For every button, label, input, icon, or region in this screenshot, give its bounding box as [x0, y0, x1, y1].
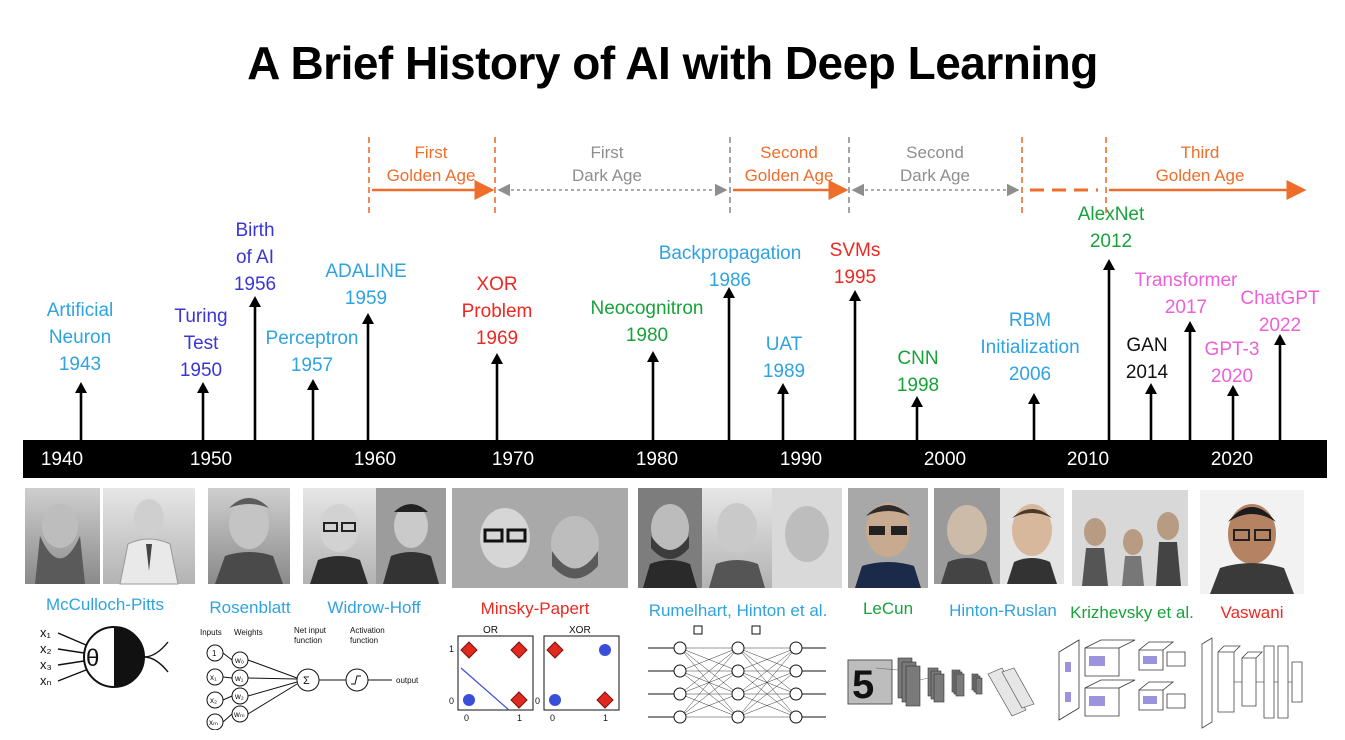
svg-text:Σ: Σ — [303, 675, 310, 687]
page-title: A Brief History of AI with Deep Learning — [247, 37, 1098, 89]
person-hinton-ruslan: Hinton-Ruslan — [949, 601, 1057, 620]
photo-hinton — [702, 488, 772, 588]
figure-mcculloch-pitts-neuron: x₁ x₂ x₃ xₙ θ — [40, 625, 169, 688]
svg-text:function: function — [350, 636, 378, 645]
year-label: 2020 — [1210, 449, 1254, 470]
year-label: 2010 — [1066, 449, 1110, 470]
svg-text:w₂: w₂ — [234, 692, 244, 701]
era-band — [368, 137, 1307, 217]
svg-text:0: 0 — [535, 696, 540, 706]
figure-lenet: 5 — [847, 657, 1035, 717]
year-label: 1940 — [40, 449, 84, 470]
svg-text:θ: θ — [86, 645, 99, 672]
svg-text:0: 0 — [464, 713, 469, 722]
photo-williams — [772, 488, 842, 588]
svg-text:1: 1 — [517, 713, 522, 722]
svg-text:Inputs: Inputs — [200, 628, 222, 637]
photo-widrow — [303, 488, 376, 584]
svg-text:Net input: Net input — [294, 626, 327, 635]
svg-text:w₁: w₁ — [234, 674, 244, 683]
svg-text:x₁: x₁ — [210, 673, 217, 682]
photo-hoff — [376, 488, 446, 584]
photo-vaswani — [1200, 490, 1304, 594]
svg-text:1: 1 — [449, 644, 454, 654]
year-label: 1990 — [779, 449, 823, 470]
event-arrows — [75, 259, 1286, 440]
timeline-bar — [23, 440, 1327, 478]
year-label: 1950 — [189, 449, 233, 470]
svg-text:xₙ: xₙ — [40, 673, 52, 688]
year-label: 1970 — [491, 449, 535, 470]
figure-perceptron: Inputs Weights Net input function Activa… — [200, 626, 419, 730]
svg-text:0: 0 — [449, 696, 454, 706]
svg-text:x₂: x₂ — [210, 696, 217, 705]
photo-rosenblatt — [208, 488, 290, 584]
person-krizhevsky: Krizhevsky et al. — [1070, 603, 1194, 622]
photo-pitts — [103, 488, 195, 585]
svg-text:Activation: Activation — [350, 626, 385, 635]
svg-text:1: 1 — [212, 649, 217, 658]
portraits — [25, 488, 1304, 594]
figure-alexnet — [1058, 639, 1186, 721]
year-label: 1980 — [635, 449, 679, 470]
svg-text:x₁: x₁ — [40, 625, 52, 640]
figure-or-xor: OR XOR 1 0 0 0 1 0 1 — [449, 625, 620, 722]
svg-text:OR: OR — [483, 625, 498, 636]
svg-text:1: 1 — [603, 713, 608, 722]
person-widrow-hoff: Widrow-Hoff — [327, 598, 421, 617]
svg-text:x₂: x₂ — [40, 641, 52, 656]
svg-text:wₘ: wₘ — [233, 710, 245, 719]
person-rumelhart-hinton: Rumelhart, Hinton et al. — [648, 601, 828, 620]
svg-text:xₘ: xₘ — [209, 718, 218, 727]
svg-text:w₀: w₀ — [234, 656, 244, 665]
person-minsky-papert: Minsky-Papert — [480, 599, 590, 618]
svg-text:0: 0 — [550, 713, 555, 722]
photo-salakhutdinov — [1000, 488, 1064, 584]
person-mcculloch-pitts: McCulloch-Pitts — [45, 595, 165, 614]
figure-backprop-network — [648, 625, 826, 724]
photo-lecun — [848, 488, 928, 588]
year-label: 1960 — [353, 449, 397, 470]
photo-mcculloch — [25, 488, 100, 584]
svg-text:output: output — [396, 676, 419, 685]
figure-transformer — [1201, 637, 1303, 729]
photo-krizhevsky — [1072, 490, 1188, 586]
photo-rumelhart — [638, 488, 702, 588]
year-label: 2000 — [923, 449, 967, 470]
photo-minsky-papert — [452, 488, 628, 588]
svg-text:function: function — [294, 636, 322, 645]
svg-text:5: 5 — [852, 663, 874, 707]
person-lecun: LeCun — [862, 599, 914, 618]
person-rosenblatt: Rosenblatt — [209, 598, 291, 617]
svg-text:XOR: XOR — [569, 625, 591, 636]
svg-text:Weights: Weights — [234, 628, 263, 637]
photo-hinton-2 — [934, 488, 1000, 584]
svg-text:x₃: x₃ — [40, 657, 52, 672]
person-vaswani: Vaswani — [1220, 603, 1284, 622]
